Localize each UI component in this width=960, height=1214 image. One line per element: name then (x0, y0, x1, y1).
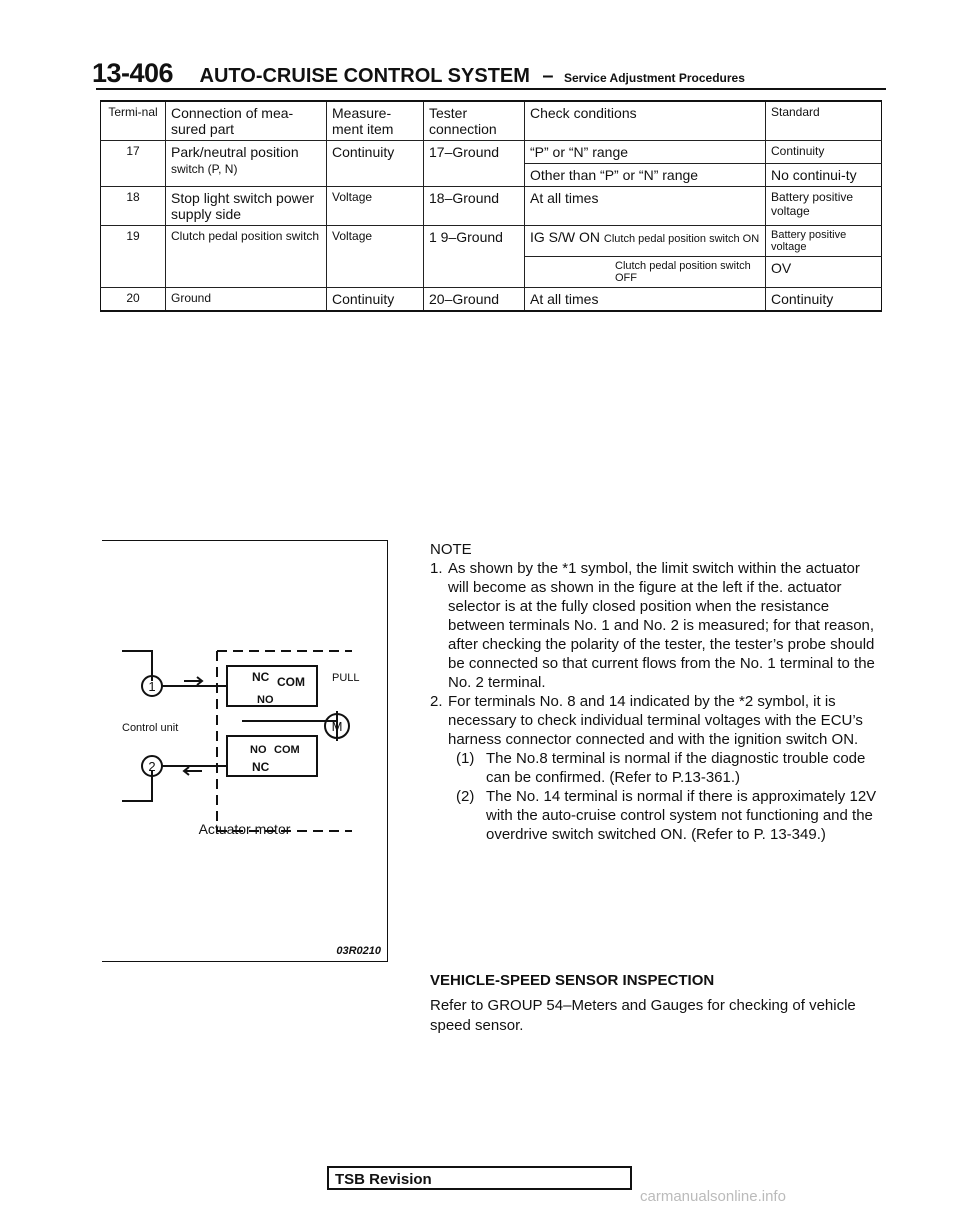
com-top-label: COM (277, 675, 305, 689)
cell-condition: At all times (524, 287, 766, 312)
upper-limit-switch (226, 665, 318, 707)
note-number: 1. (430, 560, 443, 577)
header-terminal: Termi-nal (100, 100, 166, 141)
cell-terminal: 20 (100, 287, 166, 312)
cell-tester: 17–Ground (423, 140, 525, 187)
cell-standard: Continuity (765, 287, 882, 312)
cell-item: Continuity (326, 140, 424, 187)
cell-part: Park/neutral position switch (P, N) (165, 140, 327, 187)
cell-tester: 1 9–Ground (423, 225, 525, 288)
cell-part: Stop light switch power supply side (165, 186, 327, 226)
table-row: 20 Ground Continuity 20–Ground At all ti… (100, 287, 882, 312)
nc-bottom-label: NC (252, 760, 270, 774)
header-rule (96, 88, 886, 90)
header-standard: Standard (765, 100, 882, 141)
cell-condition: At all times (524, 186, 766, 226)
no-top-label: NO (257, 694, 274, 706)
pull-label: PULL (332, 672, 360, 684)
condition-sub-off: Clutch pedal position switch OFF (524, 256, 766, 288)
figure-code: 03R0210 (336, 945, 381, 957)
notes-heading: NOTE (430, 541, 472, 558)
subitem-number: (2) (456, 788, 475, 805)
figure-caption: Actuator motor (198, 821, 291, 837)
title-dash: – (542, 65, 554, 87)
page-header: 13-406 AUTO-CRUISE CONTROL SYSTEM – Serv… (92, 58, 745, 89)
control-unit-bracket (122, 650, 153, 802)
notes-section: NOTE 1. As shown by the *1 symbol, the l… (430, 540, 882, 844)
page-number: 13-406 (92, 58, 174, 88)
motor-wire (242, 711, 338, 741)
cell-tester: 18–Ground (423, 186, 525, 226)
actuator-circuit-diagram: 1 2 Control unit M NC COM NO NO COM NC P… (122, 650, 360, 832)
vss-body: Refer to GROUP 54–Meters and Gauges for … (430, 997, 856, 1034)
note-item: 2. For terminals No. 8 and 14 indicated … (430, 692, 882, 749)
cell-condition: Other than “P” or “N” range (524, 163, 766, 187)
note-item: 1. As shown by the *1 symbol, the limit … (430, 559, 882, 692)
condition-sub-on: Clutch pedal position switch ON (603, 233, 760, 245)
lower-limit-switch (226, 735, 318, 777)
watermark: carmanualsonline.info (640, 1188, 786, 1205)
cell-condition: “P” or “N” range (524, 140, 766, 164)
header-conditions: Check conditions (524, 100, 766, 141)
cell-standard: Battery positive voltage (765, 186, 882, 226)
cell-terminal: 19 (100, 225, 166, 288)
header-tester: Tester connection (423, 100, 525, 141)
cell-standard: OV (765, 256, 882, 288)
cell-condition: IG S/W ON Clutch pedal position switch O… (524, 225, 766, 257)
note-text: For terminals No. 8 and 14 indicated by … (448, 693, 863, 748)
table-row: 18 Stop light switch power supply side V… (100, 186, 882, 226)
subitem-text: The No. 14 terminal is normal if there i… (486, 788, 877, 843)
note-text: As shown by the *1 symbol, the limit swi… (448, 560, 875, 691)
terminal-1-label: 1 (148, 679, 155, 694)
figure-box: 1 2 Control unit M NC COM NO NO COM NC P… (102, 540, 388, 962)
terminal-wires (162, 685, 227, 767)
nc-top-label: NC (252, 670, 270, 684)
page-subtitle: Service Adjustment Procedures (563, 71, 745, 85)
cell-part: Ground (165, 287, 327, 312)
cell-standard: No continui-ty (765, 163, 882, 187)
note-subitem: (1) The No.8 terminal is normal if the d… (430, 749, 882, 787)
table-row: 17 Park/neutral position switch (P, N) Co… (100, 140, 882, 187)
cell-item: Continuity (326, 287, 424, 312)
cell-part-line1: Park/neutral position (171, 144, 299, 160)
header-item: Measure-ment item (326, 100, 424, 141)
cell-item: Voltage (326, 225, 424, 288)
com-bottom-label: COM (274, 744, 300, 756)
terminal-2-label: 2 (148, 759, 155, 774)
condition-ig-on: IG S/W ON (530, 229, 600, 245)
no-bottom-label: NO (250, 744, 267, 756)
terminal-check-table: Termi-nal Connection of mea-sured part M… (100, 100, 882, 312)
cell-part: Clutch pedal position switch (165, 225, 327, 288)
page-title: AUTO-CRUISE CONTROL SYSTEM (199, 65, 530, 87)
cell-standard: Battery positive voltage (765, 225, 882, 257)
cell-terminal: 18 (100, 186, 166, 226)
motor-symbol (324, 713, 350, 739)
cell-standard: Continuity (765, 140, 882, 164)
table-header-row: Termi-nal Connection of mea-sured part M… (100, 100, 882, 141)
subitem-text: The No.8 terminal is normal if the diagn… (486, 750, 866, 786)
table-row: 19 Clutch pedal position switch Voltage … (100, 225, 882, 288)
control-unit-label: Control unit (122, 722, 178, 734)
table-row: Other than “P” or “N” range No continui-… (101, 163, 882, 187)
header-part: Connection of mea-sured part (165, 100, 327, 141)
table-row: Clutch pedal position switch OFF OV (101, 256, 882, 288)
tsb-revision-box: TSB Revision (327, 1166, 632, 1190)
note-number: 2. (430, 693, 443, 710)
cell-item: Voltage (326, 186, 424, 226)
vss-heading: VEHICLE-SPEED SENSOR INSPECTION (430, 972, 715, 989)
subitem-number: (1) (456, 750, 475, 767)
arrow-icon (184, 676, 204, 686)
arrow-icon (182, 766, 202, 776)
actuator-boundary (216, 650, 352, 832)
motor-label: M (332, 719, 343, 734)
cell-terminal: 17 (100, 140, 166, 187)
cell-part-line2: switch (P, N) (171, 162, 238, 176)
cell-tester: 20–Ground (423, 287, 525, 312)
note-subitem: (2) The No. 14 terminal is normal if the… (430, 787, 882, 844)
